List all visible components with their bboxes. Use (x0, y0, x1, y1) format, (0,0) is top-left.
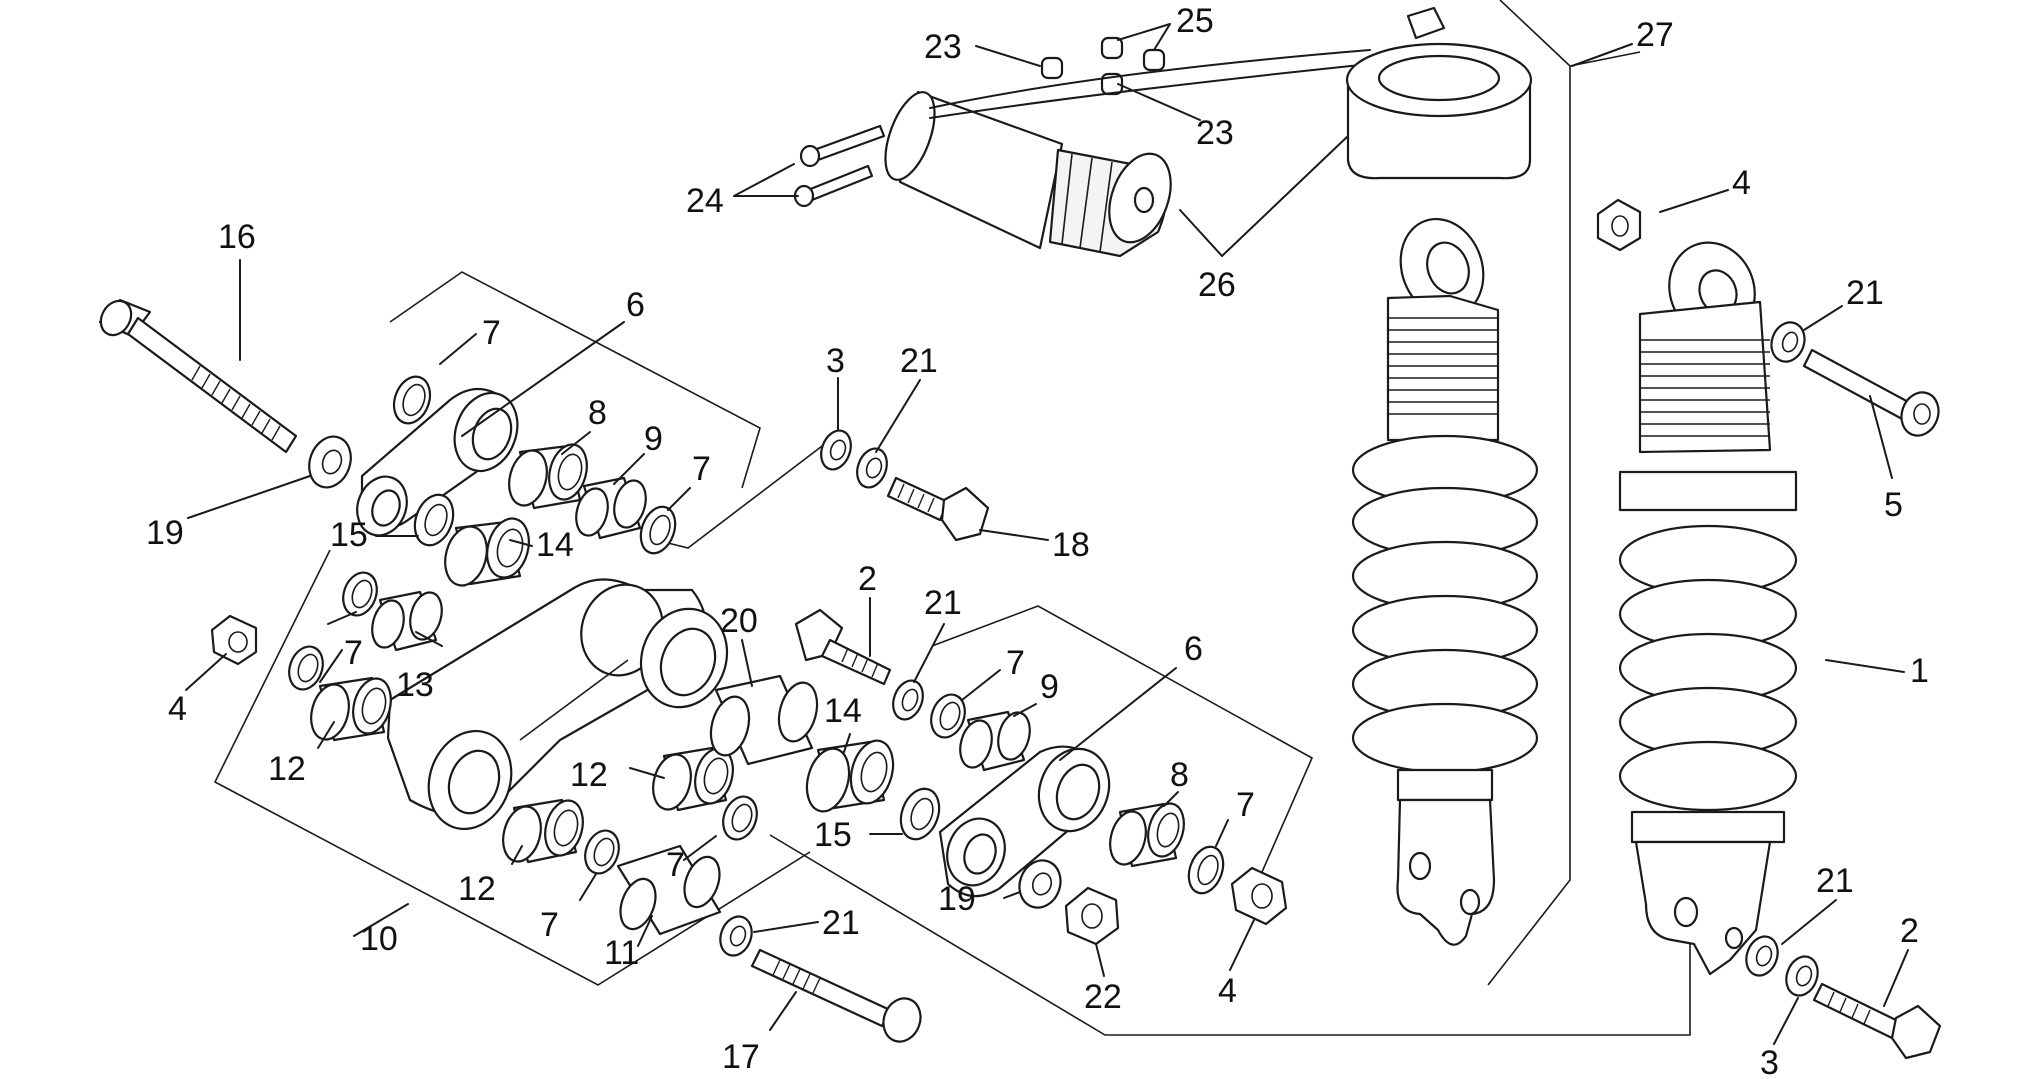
callout-7-right-upper: 7 (1006, 644, 1025, 682)
ring-7-upper-left (392, 375, 432, 425)
callout-4-top-right: 4 (1732, 164, 1751, 202)
ring-7-upper-right (639, 505, 677, 555)
callout-2-mid: 2 (858, 560, 877, 598)
ring-7-right-upper (930, 693, 966, 739)
callout-14-mid: 14 (824, 692, 862, 730)
ring-15-mid (899, 787, 941, 841)
callout-10: 10 (360, 920, 398, 958)
callout-25: 25 (1176, 2, 1214, 40)
bearing-12-mid (652, 746, 734, 812)
ring-7-right (1187, 845, 1225, 895)
callout-11: 11 (604, 934, 639, 972)
callout-9-right: 9 (1040, 668, 1059, 706)
ring-7-bottom (584, 829, 620, 875)
callout-7-upper-right: 7 (692, 450, 711, 488)
callout-numbers: 1 2 2 3 3 4 4 4 5 6 6 7 7 7 7 7 7 7 8 8 … (146, 2, 1929, 1079)
callout-13: 13 (396, 666, 434, 704)
callout-19-lower: 19 (938, 880, 976, 918)
callout-7-left: 7 (344, 634, 363, 672)
callout-15-upper: 15 (330, 516, 368, 554)
callout-21-upper: 21 (900, 342, 938, 380)
washer-21-right (892, 679, 924, 721)
callout-8-right: 8 (1170, 756, 1189, 794)
bolt-2-mid (794, 608, 892, 686)
washers-bottom-right (1745, 935, 1819, 997)
bearing-12-bottom (502, 798, 584, 864)
callout-7-mid: 7 (666, 846, 685, 884)
callout-23-lower: 23 (1196, 114, 1234, 152)
callout-14-upper: 14 (536, 526, 574, 564)
callout-12-bottom: 12 (458, 870, 496, 908)
spacer-9-right (959, 710, 1031, 772)
callout-21-upper-right: 21 (1846, 274, 1884, 312)
shock-absorber-left (1351, 217, 1539, 946)
callout-4-left: 4 (168, 690, 187, 728)
nut-4-left (210, 614, 258, 666)
callout-12-left: 12 (268, 750, 306, 788)
callout-16: 16 (218, 218, 256, 256)
callout-9-upper: 9 (644, 420, 663, 458)
washer-19-lower (1018, 859, 1062, 909)
callout-15-mid: 15 (814, 816, 852, 854)
washer-21-lower (719, 915, 753, 957)
callout-26: 26 (1198, 266, 1236, 304)
ring-7-lower-left-b (288, 645, 324, 691)
callout-4-right: 4 (1218, 972, 1237, 1010)
nut-4-right (1230, 866, 1288, 926)
bolt-18 (886, 476, 990, 542)
callout-2-right: 2 (1900, 912, 1919, 950)
ring-7-mid (722, 795, 758, 841)
leader-lines (185, 23, 1909, 1045)
callout-17: 17 (722, 1038, 760, 1076)
callout-20: 20 (720, 602, 758, 640)
bearing-8-right (1109, 802, 1185, 868)
spacer-9-upper (575, 476, 647, 540)
washer-19-upper (308, 435, 352, 489)
callout-8-upper: 8 (588, 394, 607, 432)
bearing-12-left (310, 676, 392, 742)
reservoir-hose (929, 6, 1446, 119)
spacer-20 (709, 674, 819, 766)
bearing-14-upper (444, 517, 530, 587)
callout-18: 18 (1052, 526, 1090, 564)
washers-3-21-upper (820, 429, 888, 489)
callout-27: 27 (1636, 16, 1674, 54)
callout-19-upper: 19 (146, 514, 184, 552)
ring-15-upper (413, 493, 455, 547)
callout-24: 24 (686, 182, 724, 220)
remote-reservoir-adjuster (884, 90, 1172, 258)
lower-link-10 (386, 578, 729, 831)
bearing-14-mid (805, 739, 895, 813)
washer-21-upper-right (1770, 321, 1806, 363)
callout-22: 22 (1084, 978, 1122, 1016)
bolt-2-right (1812, 982, 1942, 1060)
callout-3-lower: 3 (1760, 1044, 1779, 1079)
callout-23-upper: 23 (924, 28, 962, 66)
callout-7-bottom: 7 (540, 906, 559, 944)
callout-6-right: 6 (1184, 630, 1203, 668)
callout-21-bottom: 21 (822, 904, 860, 942)
callout-21-lower-right: 21 (1816, 862, 1854, 900)
right-link-plate (938, 745, 1111, 898)
spacer-11 (616, 844, 722, 936)
reservoir-canister (1345, 42, 1533, 180)
bolt-5 (1802, 348, 1940, 437)
bolt-16 (98, 298, 298, 454)
shock-absorber-right (1596, 198, 1798, 976)
callout-5: 5 (1884, 486, 1903, 524)
nut-22 (1064, 886, 1120, 946)
callout-6-upper: 6 (626, 286, 645, 324)
ring-7-lower-left-a (342, 571, 378, 617)
callout-7-upper-left: 7 (482, 314, 501, 352)
upper-link-plate (356, 388, 519, 537)
callout-12-mid: 12 (570, 756, 608, 794)
callout-21-mid: 21 (924, 584, 962, 622)
callout-3-upper: 3 (826, 342, 845, 380)
bearing-8-upper (508, 443, 588, 510)
screws-24 (793, 124, 886, 208)
callout-7-right: 7 (1236, 786, 1255, 824)
callout-1: 1 (1910, 652, 1929, 690)
bolt-17 (750, 948, 922, 1043)
